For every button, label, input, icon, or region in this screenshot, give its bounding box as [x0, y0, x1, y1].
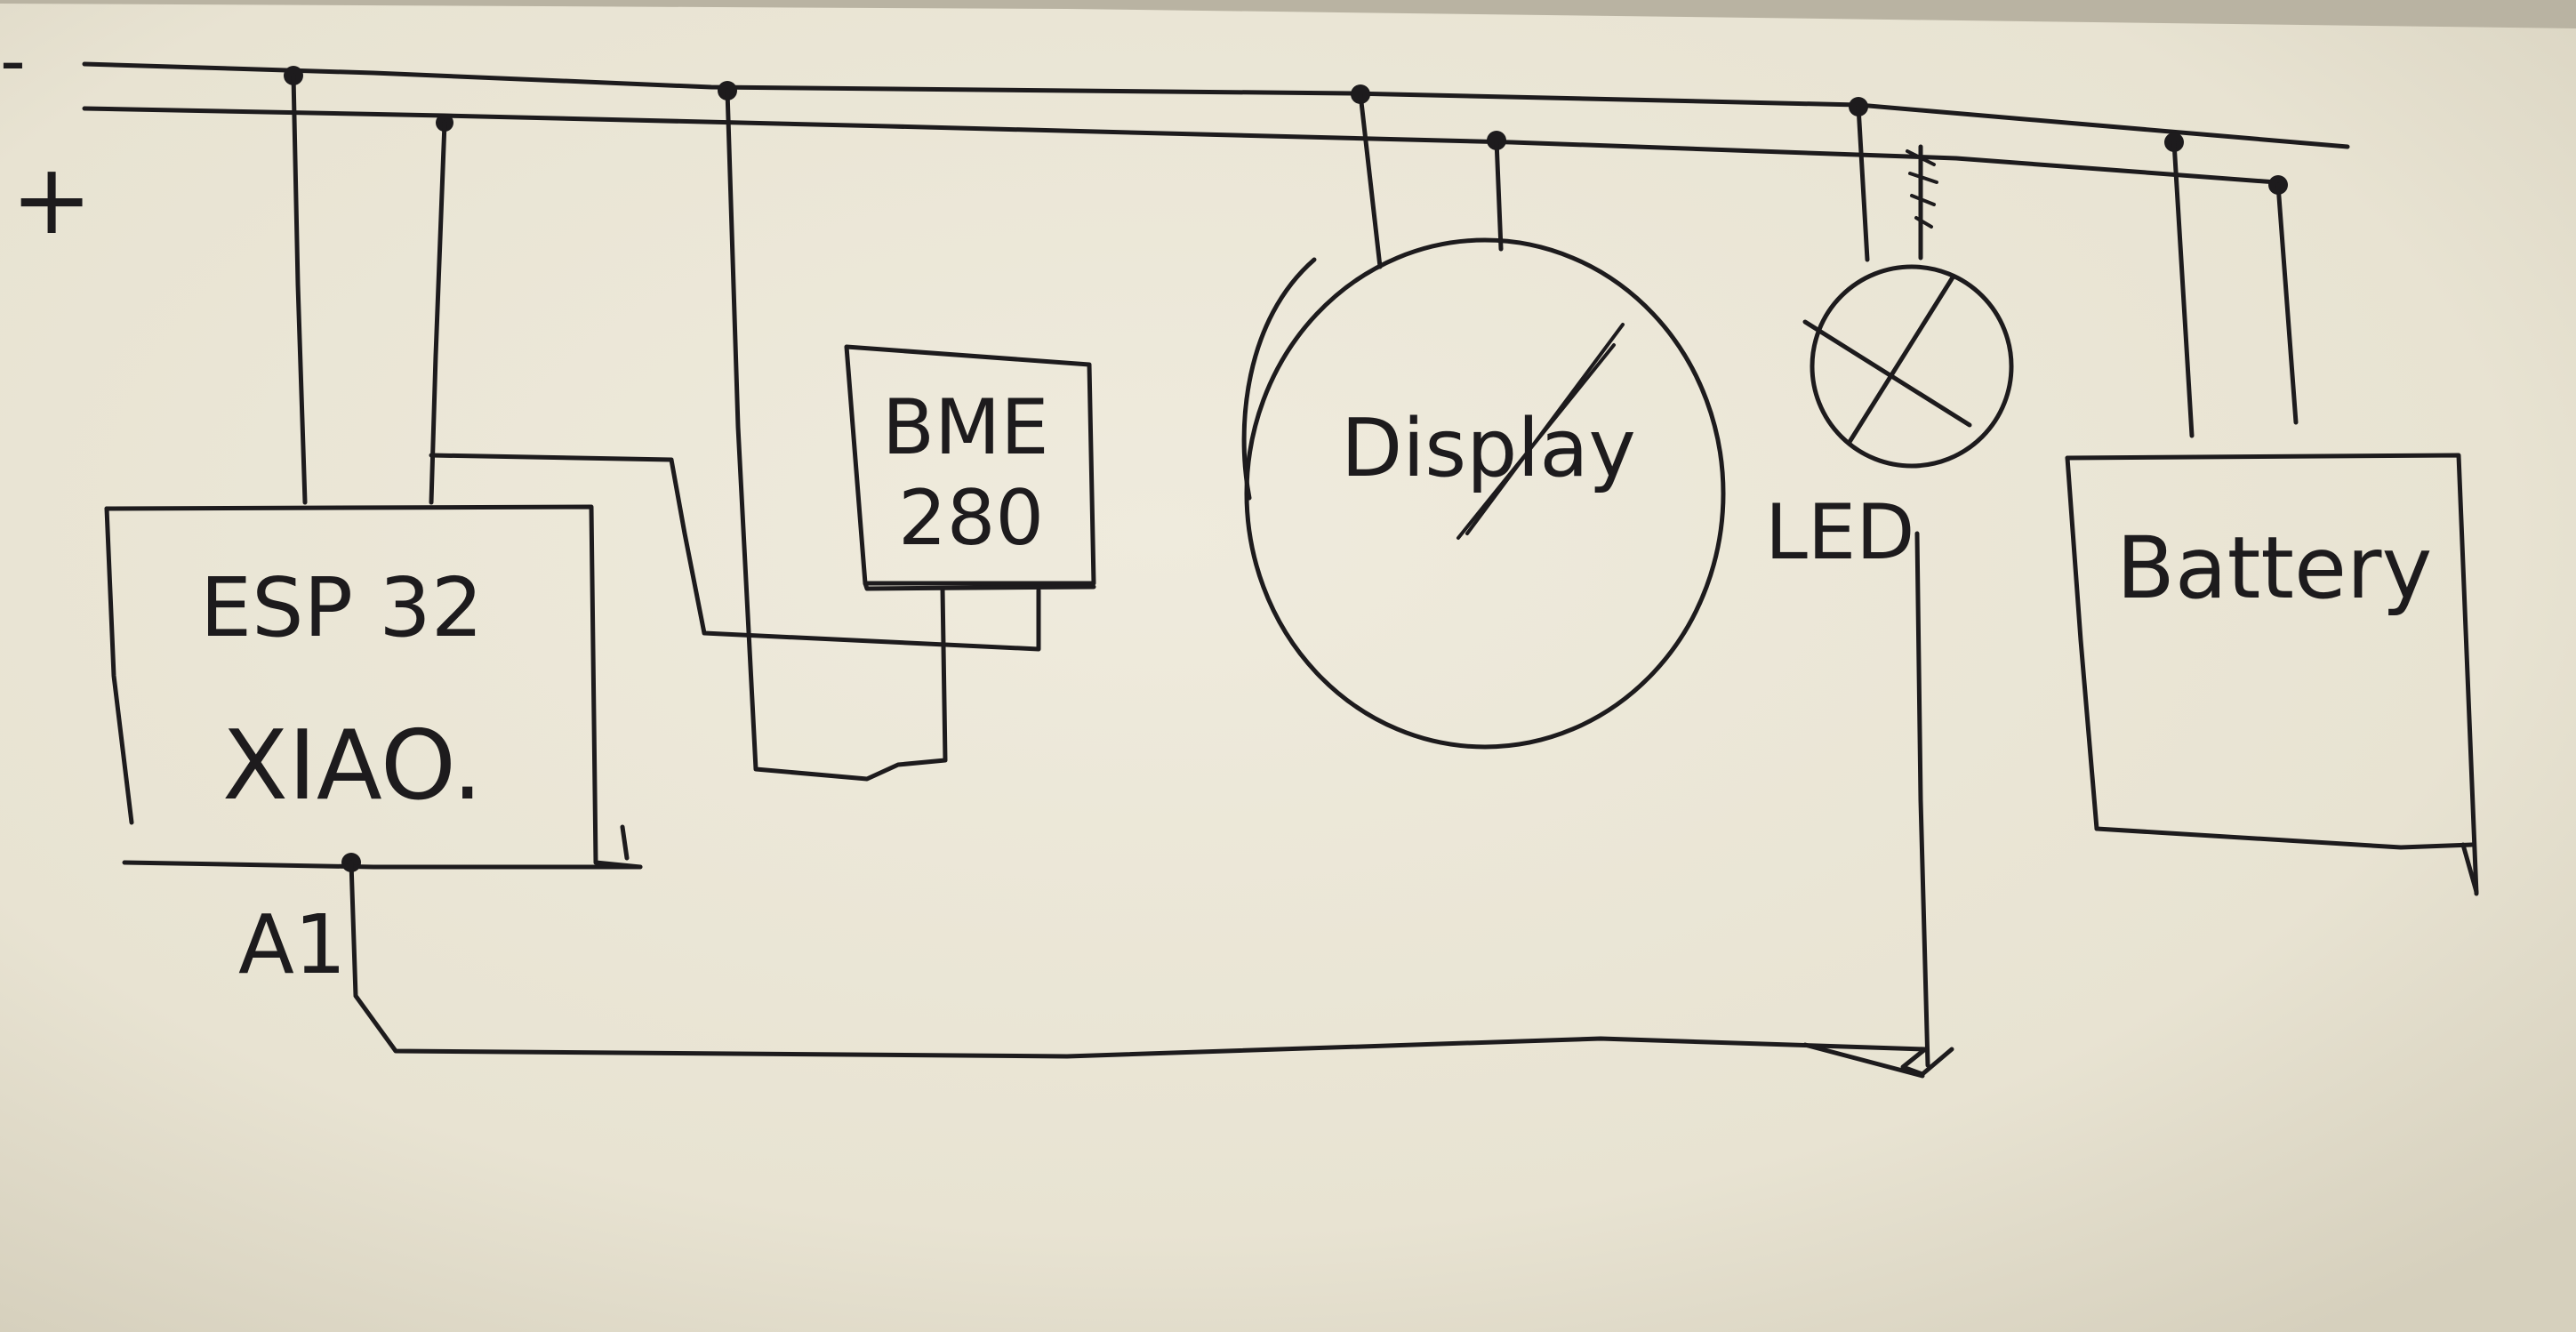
a1-signal-wire [349, 860, 1954, 1077]
led-neg-wire [1856, 104, 1870, 262]
display-module: Display [1241, 92, 1726, 750]
bme280-sensor: BME 280 [844, 344, 1096, 591]
battery-pos-wire [2275, 182, 2299, 425]
negative-rail-label: - [0, 20, 26, 102]
bme-neg-wire [725, 88, 948, 782]
bme-label-line2: 280 [898, 474, 1044, 563]
led-indicator: LED [1765, 104, 2014, 1068]
battery-pack: Battery [2065, 140, 2479, 896]
display-pos-wire [1494, 138, 1504, 252]
display-neg-wire [1358, 92, 1383, 269]
esp32-module: ESP 32 XIAO. [104, 504, 643, 870]
bme-label-line1: BME [882, 383, 1049, 472]
esp32-pin-label: A1 [238, 897, 346, 992]
a1-wire-end [1802, 1042, 1925, 1079]
led-signal-wire [1914, 531, 1930, 1068]
esp32-neg-wire [291, 73, 308, 505]
positive-rail-label: + [11, 142, 92, 256]
display-label: Display [1341, 402, 1636, 495]
esp32-label-line1: ESP 32 [200, 560, 483, 655]
positive-rail [82, 106, 2279, 185]
esp32-label-line2: XIAO. [222, 710, 483, 822]
battery-neg-wire [2171, 140, 2195, 438]
led-label: LED [1765, 488, 1914, 577]
battery-label: Battery [2116, 518, 2432, 618]
esp32-bme-wire-a [429, 453, 1041, 652]
negative-rail [82, 61, 2350, 149]
paper-top-edge [0, 0, 2576, 28]
